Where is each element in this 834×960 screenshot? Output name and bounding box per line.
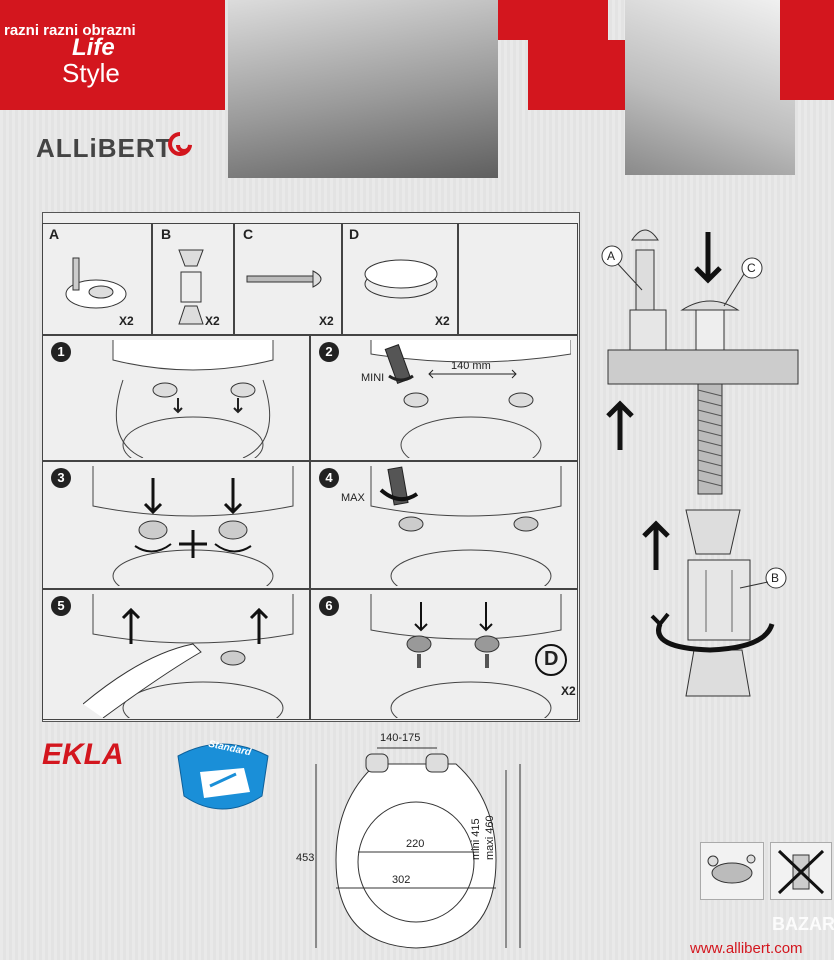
man-photo xyxy=(625,0,795,175)
dim-mini: mini 415 xyxy=(470,818,482,860)
step-6-qty: X2 xyxy=(561,684,576,698)
bazar-watermark: BAZAR xyxy=(772,914,834,934)
step-number-6: 6 xyxy=(319,596,339,616)
no-chemicals-icon xyxy=(770,842,832,900)
step-1-illustration xyxy=(112,340,274,458)
part-panel-c: C X2 xyxy=(234,223,342,335)
step-panel-4: 4 MAX xyxy=(310,461,578,589)
red-banner-middle xyxy=(498,0,608,40)
step-2-distance-label: 140 mm xyxy=(451,360,491,372)
sponge-care-icon xyxy=(700,842,764,900)
dim-maxi: maxi 460 xyxy=(484,815,496,860)
step-number-3: 3 xyxy=(51,468,71,488)
hinge-post-icon xyxy=(65,257,127,309)
brand-name: ALLiBERT xyxy=(36,133,173,163)
part-qty-d: X2 xyxy=(435,314,450,328)
step-panel-5: 5 xyxy=(42,589,310,720)
step-3-illustration xyxy=(92,466,294,586)
part-qty-c: X2 xyxy=(319,314,334,328)
dim-outer-width: 302 xyxy=(392,874,411,886)
step-6-illustration xyxy=(370,594,567,718)
step-6-part-letter: D xyxy=(544,648,559,670)
step-4-max-label: MAX xyxy=(341,492,365,504)
logo-style: Style xyxy=(62,58,120,88)
step-panel-1: 1 xyxy=(42,335,310,461)
part-letter-c: C xyxy=(243,226,254,242)
watermark: razni razni obrazni xyxy=(4,22,136,39)
step-5-illustration xyxy=(83,594,294,718)
red-banner-left xyxy=(0,0,225,110)
exploded-label-b: B xyxy=(771,571,780,585)
part-panel-a: A X2 xyxy=(42,223,152,335)
step-2-mini-label: MINI xyxy=(361,372,385,384)
step-number-1: 1 xyxy=(51,342,71,362)
product-name: EKLA xyxy=(42,738,124,771)
step-4-illustration xyxy=(370,466,562,586)
step-panel-2: 2 MINI 140 mm xyxy=(310,335,578,461)
exploded-label-a: A xyxy=(607,249,616,263)
expansion-anchor-icon xyxy=(178,249,204,325)
brand-swirl-icon xyxy=(168,132,192,156)
exploded-hinge-diagram xyxy=(601,229,799,697)
cap-icon xyxy=(364,259,438,299)
exploded-label-c: C xyxy=(747,261,756,275)
step-number-2: 2 xyxy=(319,342,339,362)
red-banner-far-right xyxy=(780,0,834,100)
part-panel-empty xyxy=(458,223,578,335)
sky-photo xyxy=(228,0,498,178)
logo-life: Life xyxy=(72,34,115,61)
part-panel-d: D X2 xyxy=(342,223,458,335)
seat-dimension-drawing xyxy=(315,747,521,949)
dim-inner-width: 220 xyxy=(406,838,425,850)
part-qty-a: X2 xyxy=(119,314,134,328)
red-banner-right xyxy=(528,40,638,110)
screw-icon xyxy=(246,270,322,288)
footer-url: www.allibert.com xyxy=(690,940,803,957)
part-panel-b: B X2 xyxy=(152,223,234,335)
standard-badge-icon xyxy=(177,743,269,810)
step-number-4: 4 xyxy=(319,468,339,488)
dim-height: 453 xyxy=(296,852,315,864)
part-letter-d: D xyxy=(349,226,360,242)
step-panel-3: 3 xyxy=(42,461,310,589)
dim-top: 140-175 xyxy=(380,732,421,744)
part-qty-b: X2 xyxy=(205,314,220,328)
step-panel-6: 6 D X2 xyxy=(310,589,578,720)
part-letter-b: B xyxy=(161,226,172,242)
part-letter-a: A xyxy=(49,226,60,242)
step-number-5: 5 xyxy=(51,596,71,616)
step-2-illustration xyxy=(370,340,571,458)
